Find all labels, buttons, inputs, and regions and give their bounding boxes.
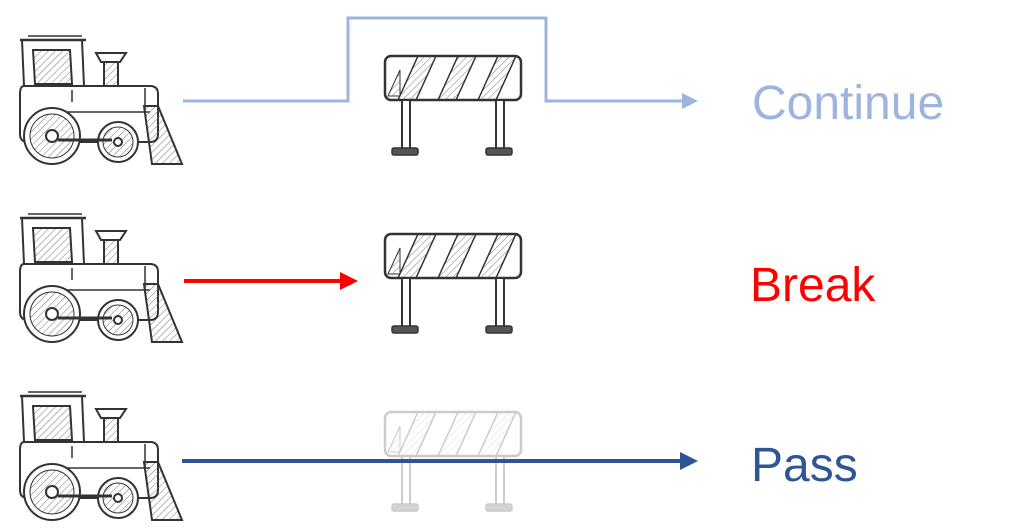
road-barrier-icon <box>383 54 523 157</box>
road-barrier-icon <box>383 232 523 335</box>
toy-train-icon <box>18 34 184 166</box>
pass-row <box>18 390 523 522</box>
continue-arrowhead <box>682 93 698 109</box>
pass-label: Pass <box>751 439 858 492</box>
pass-arrowhead <box>680 452 698 470</box>
toy-train-icon <box>18 212 184 344</box>
break-label: Break <box>750 259 876 312</box>
continue-label: Continue <box>752 77 945 130</box>
continue-detour-arrow <box>183 16 684 103</box>
continue-row <box>18 16 698 166</box>
break-row <box>18 212 523 344</box>
break-arrowhead <box>340 272 358 290</box>
toy-train-icon <box>18 390 184 522</box>
